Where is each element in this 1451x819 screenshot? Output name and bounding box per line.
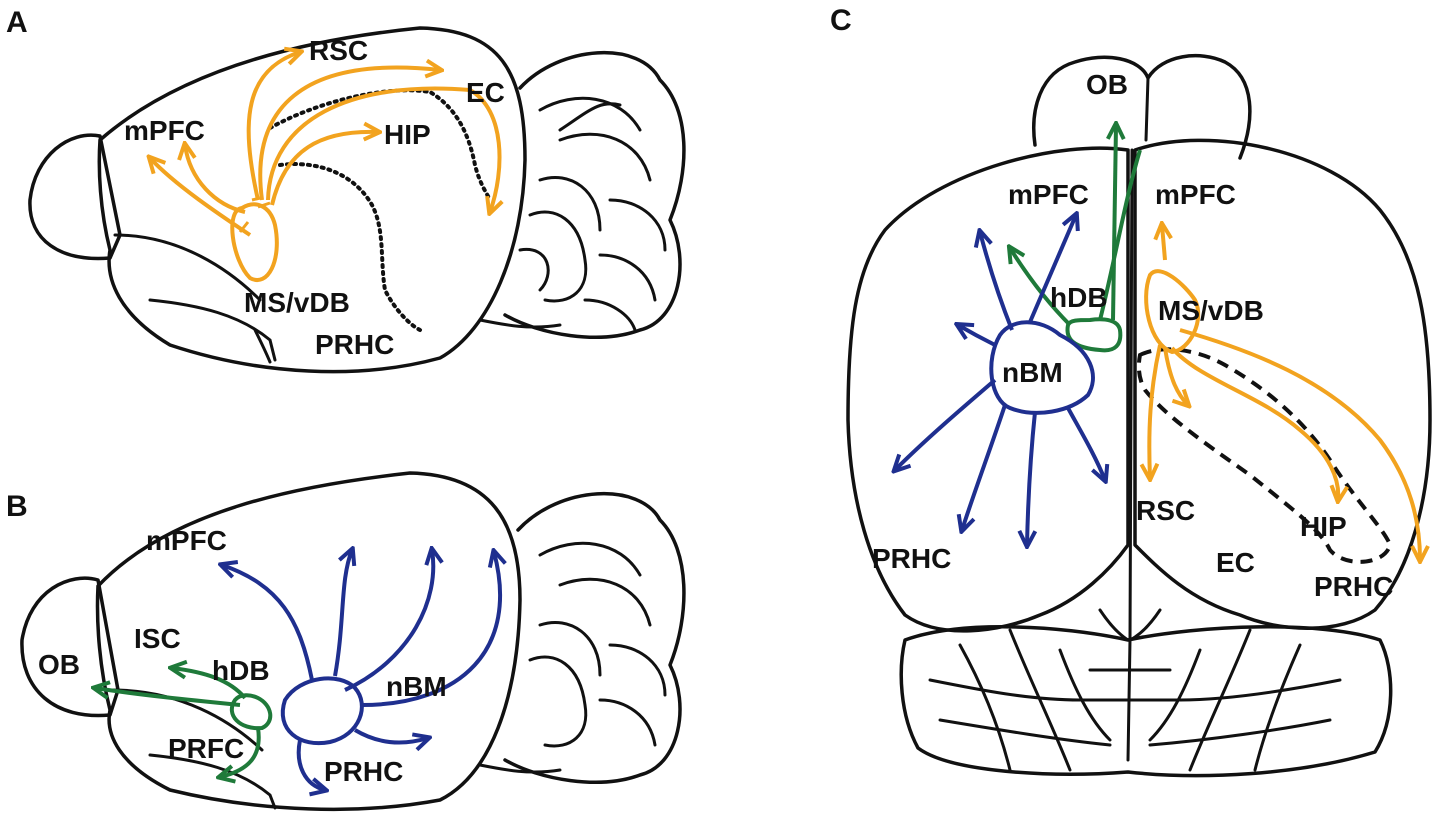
panel-a: A: [6, 6, 686, 374]
panel-c-label-mpfc-left: mPFC: [1008, 179, 1089, 210]
panel-a-brain-outline: [28, 26, 686, 374]
panel-c-label-prhc-right: PRHC: [1314, 571, 1393, 602]
panel-a-label-ms-vdb: MS/vDB: [244, 287, 350, 318]
panel-c-ms-vdb-projections: [1146, 225, 1420, 560]
panel-a-label-prhc: PRHC: [315, 329, 394, 360]
panel-c-letter: C: [830, 4, 852, 37]
panel-b-label-mpfc: mPFC: [146, 525, 227, 556]
panel-b-label-isc: ISC: [134, 623, 181, 654]
panel-c-label-hdb: hDB: [1050, 282, 1108, 313]
panel-c-label-prhc-left: PRHC: [872, 543, 951, 574]
panel-c-label-rsc: RSC: [1136, 495, 1195, 526]
panel-b: B: [6, 471, 686, 812]
panel-c-label-ec: EC: [1216, 547, 1255, 578]
panel-c-label-ms-vdb: MS/vDB: [1158, 295, 1264, 326]
panel-b-letter: B: [6, 490, 28, 523]
panel-b-label-prfc: PRFC: [168, 733, 244, 764]
panel-a-label-ec: EC: [466, 77, 505, 108]
panel-c-nbm-projections: [895, 215, 1105, 545]
panel-a-label-hip: HIP: [384, 119, 431, 150]
panel-c-hdb-projections: [1010, 125, 1142, 353]
panel-a-ms-vdb-projections: [150, 52, 500, 282]
panel-a-label-rsc: RSC: [309, 35, 368, 66]
panel-b-label-prhc: PRHC: [324, 756, 403, 787]
panel-c-label-ob: OB: [1086, 69, 1128, 100]
panel-c-entorhinal-dashed-outline: [1136, 347, 1393, 564]
panel-b-nbm-projections: [222, 550, 500, 790]
panel-b-label-hdb: hDB: [212, 655, 270, 686]
panel-c: C: [830, 4, 1432, 778]
panel-c-label-hip: HIP: [1300, 511, 1347, 542]
panel-b-label-ob: OB: [38, 649, 80, 680]
panel-b-hdb-projections: [95, 668, 273, 777]
panel-c-label-nbm: nBM: [1002, 357, 1063, 388]
panel-a-label-mpfc: mPFC: [124, 115, 205, 146]
panel-c-brain-outline: [846, 54, 1432, 778]
panel-b-label-nbm: nBM: [386, 671, 447, 702]
panel-a-hippocampus-dotted-outline: [268, 88, 492, 332]
panel-c-label-mpfc-right: mPFC: [1155, 179, 1236, 210]
panel-a-letter: A: [6, 6, 28, 39]
